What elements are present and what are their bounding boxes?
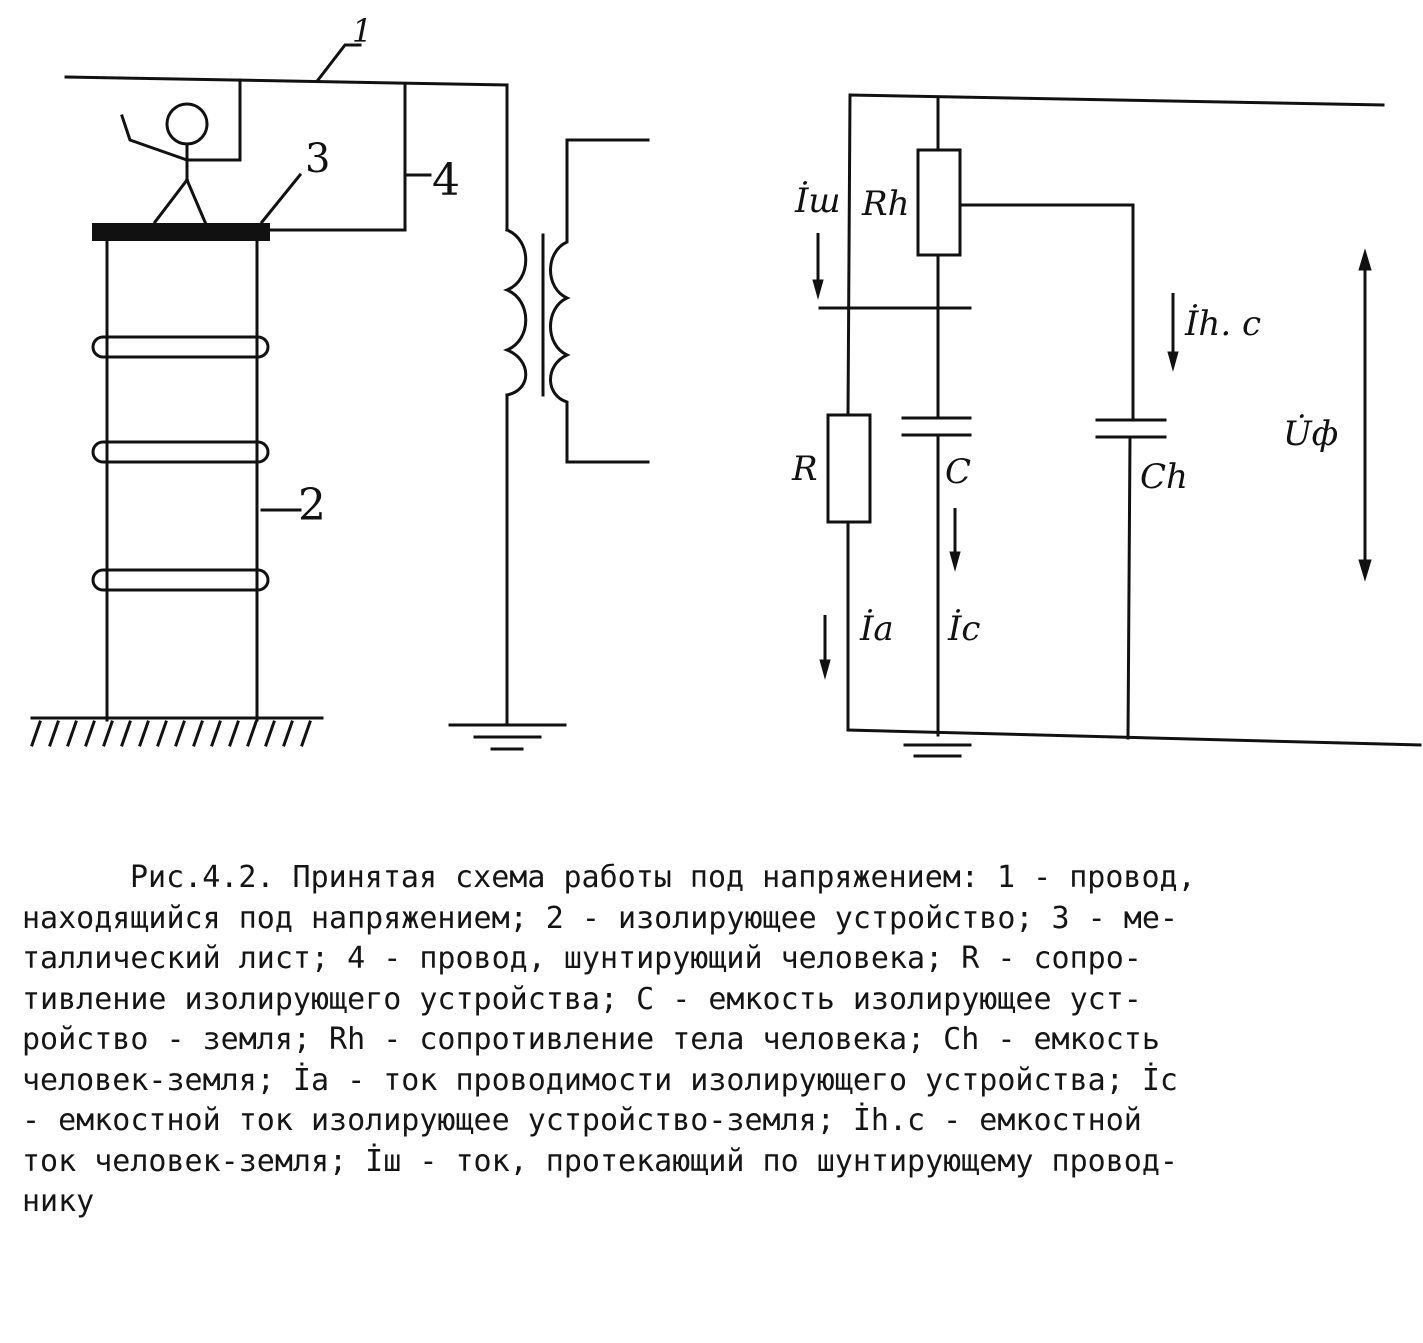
caption-line: ток человек-земля; İш - ток, протекающий…: [22, 1143, 1178, 1179]
label-plate: 3: [305, 136, 330, 182]
label-i-sh: İш: [794, 181, 841, 221]
plate-label-leader: [259, 172, 303, 225]
label-C: C: [945, 452, 971, 492]
label-wire: 1: [352, 12, 372, 50]
caption-line: - емкостной ток изолирующее устройство-з…: [22, 1103, 1142, 1138]
caption-line: Рис.4.2. Принятая схема работы под напря…: [130, 860, 1196, 895]
resistor-Rh: [916, 148, 962, 257]
ground-hatch: [30, 716, 324, 747]
ch-branch-top: [958, 203, 1135, 422]
person-figure: [120, 102, 242, 225]
circuit-figure: 1 2 3 4 İш Rh İh. c U̇ф R C Ch İa İc: [30, 12, 1422, 758]
label-insulator: 2: [298, 480, 326, 531]
label-shunt: 4: [432, 155, 460, 206]
caption-line: тивление изолирующего устройства; C - ем…: [22, 981, 1142, 1017]
caption-line: человек-земля; İa - ток проводимости изо…: [22, 1062, 1178, 1098]
metal-plate: [92, 223, 270, 241]
transformer-secondary-coil: [549, 138, 650, 464]
transformer-primary-coil: [502, 228, 528, 397]
label-i-c: İc: [947, 609, 980, 649]
label-i-a: İa: [859, 609, 894, 649]
circuit-ground: [903, 743, 972, 758]
caption-line: нику: [22, 1184, 95, 1219]
caption-line: ройство - земля; Rh - сопротивление тела…: [22, 1022, 1160, 1057]
resistor-R: [826, 413, 872, 524]
phase-line: [848, 93, 1385, 107]
label-R-h: Rh: [861, 184, 910, 224]
insulator-ring: [91, 568, 270, 592]
transformer-ground: [448, 723, 567, 751]
label-i-hc: İh. c: [1184, 304, 1261, 344]
ground-line: [846, 728, 1422, 747]
ch-branch-bottom: [1126, 435, 1132, 740]
label-R: R: [791, 449, 818, 489]
insulator-ring: [91, 440, 270, 464]
shunt-wire: [266, 83, 407, 232]
figure-caption: Рис.4.2. Принятая схема работы под напря…: [22, 858, 1397, 1223]
caption-line: находящийся под напряжением; 2 - изолиру…: [22, 900, 1178, 936]
label-C-h: Ch: [1140, 457, 1188, 497]
wire-label-leader: [315, 43, 362, 83]
label-U-phase: U̇ф: [1283, 414, 1338, 454]
insulator-ring: [91, 335, 270, 359]
circuit-diagram: 1 2 3 4 İш Rh İh. c U̇ф R C Ch İa İc: [30, 12, 1422, 758]
caption-line: таллический лист; 4 - провод, шунтирующи…: [22, 941, 1142, 976]
live-wire: [64, 75, 509, 87]
left-branch-top: [846, 93, 852, 417]
